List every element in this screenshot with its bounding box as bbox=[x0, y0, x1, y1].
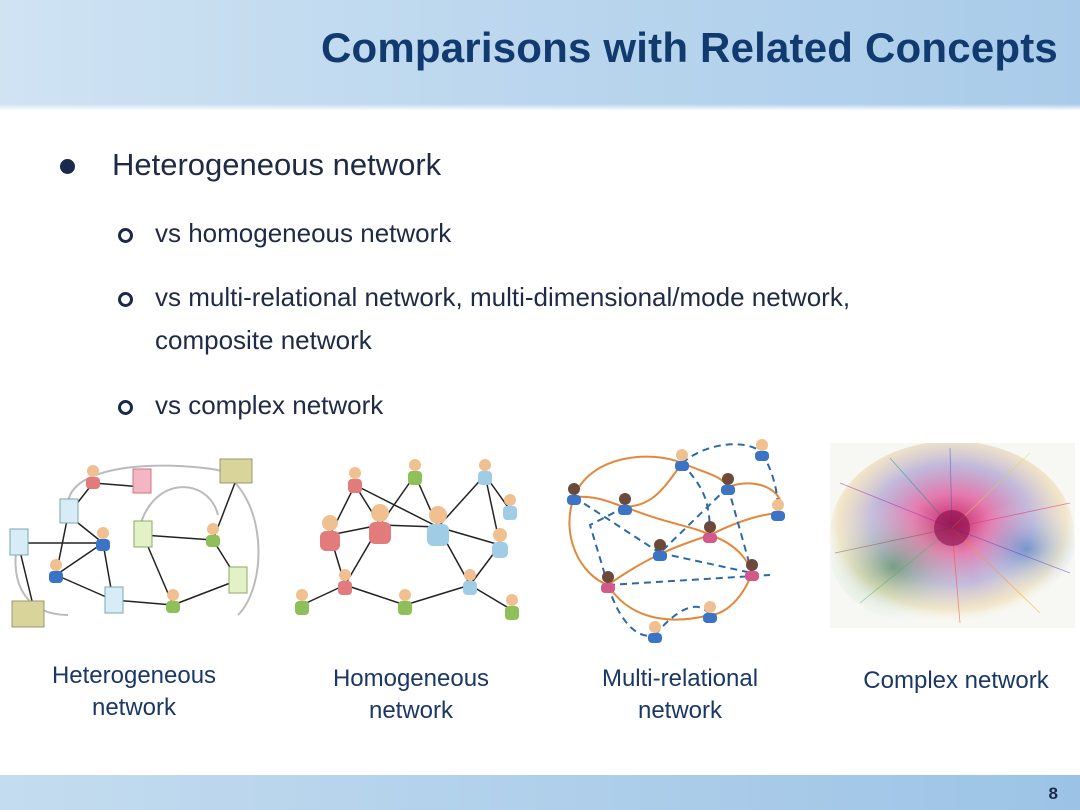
figure-label-line: network bbox=[368, 697, 454, 724]
figure-label-homogeneous: Homogeneous network bbox=[308, 663, 514, 727]
slide-title: Comparisons with Related Concepts bbox=[320, 24, 1058, 71]
sub-bullet-homogeneous: vs homogeneous network bbox=[155, 218, 452, 248]
figure-label-line: Heterogeneous bbox=[51, 662, 217, 689]
heterogeneous-network-illustration bbox=[9, 458, 260, 628]
sub-bullet-ring bbox=[118, 292, 133, 307]
complex-network-illustration bbox=[830, 443, 1075, 628]
figure-label-line: Complex network bbox=[863, 667, 1049, 694]
figure-label-line: network bbox=[637, 697, 723, 724]
footer-band bbox=[0, 775, 1080, 810]
figure-label-line: Homogeneous bbox=[332, 665, 490, 692]
homogeneous-network-illustration bbox=[295, 459, 519, 620]
page-number: 8 bbox=[1048, 784, 1058, 803]
sub-bullet-ring bbox=[118, 400, 133, 415]
sub-bullet-composite: composite network bbox=[155, 325, 372, 355]
figure-label-complex: Complex network bbox=[840, 665, 1072, 697]
figure-label-line: network bbox=[91, 694, 177, 721]
bullet-dot bbox=[60, 159, 75, 174]
figure-label-line: Multi-relational bbox=[601, 665, 759, 692]
header-band bbox=[0, 0, 1080, 110]
multi-relational-network-illustration bbox=[567, 439, 785, 643]
sub-bullet-ring bbox=[118, 228, 133, 243]
figure-label-heterogeneous: Heterogeneous network bbox=[30, 660, 238, 724]
sub-bullet-complex: vs complex network bbox=[155, 390, 384, 420]
figure-label-multi-relational: Multi-relational network bbox=[578, 663, 782, 727]
sub-bullet-multi-relational: vs multi-relational network, multi-dimen… bbox=[155, 282, 851, 312]
main-bullet-text: Heterogeneous network bbox=[112, 147, 442, 182]
